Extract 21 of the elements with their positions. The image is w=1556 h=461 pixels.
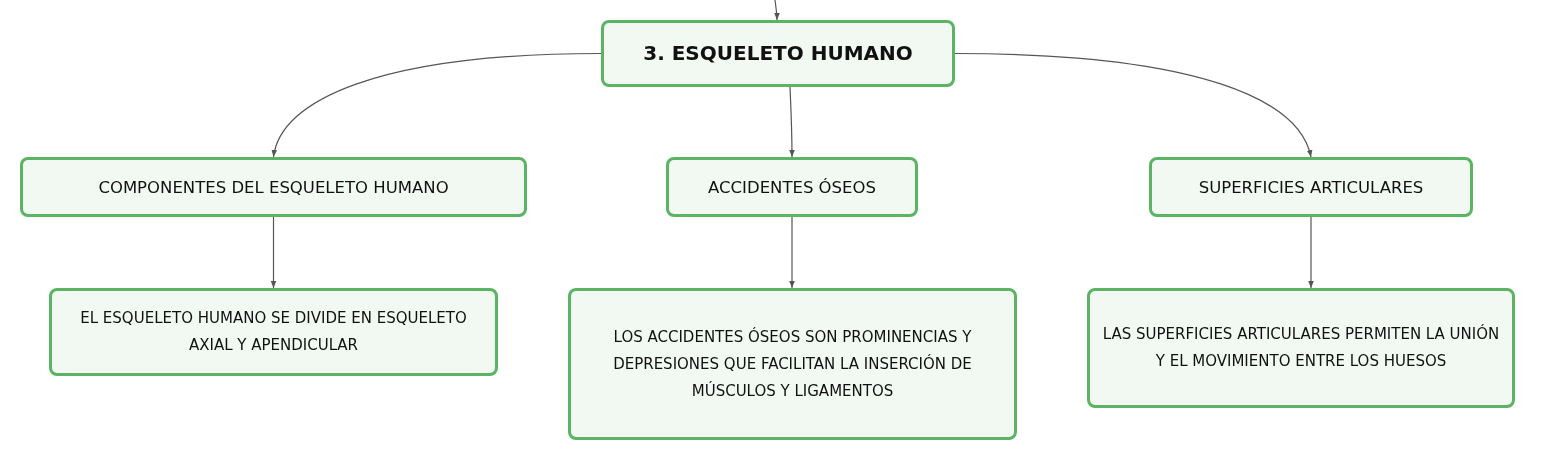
topic-box — [20, 157, 527, 217]
connector-arrow — [270, 216, 277, 289]
node-text: LAS SUPERFICIES ARTICULARES PERMITEN LA UNIÓN Y EL MOVIMIENTO ENTRE LOS HUESOS — [1101, 323, 1501, 372]
node-text: EL ESQUELETO HUMANO SE DIVIDE EN ESQUELETO AXIAL Y APENDICULAR — [79, 308, 468, 356]
node-text: SUPERFICIES ARTICULARES — [1198, 176, 1424, 199]
node-text: ACCIDENTES ÓSEOS — [708, 176, 876, 199]
description-box — [49, 288, 498, 376]
topic-box — [1149, 157, 1473, 217]
title-box — [601, 20, 955, 87]
connector-arrow — [272, 52, 602, 158]
connector-arrow — [954, 52, 1312, 158]
connector-arrow — [1308, 216, 1314, 289]
description-box — [568, 288, 1017, 440]
connector-arrow — [789, 86, 795, 158]
topic-box — [666, 157, 918, 217]
node-text: COMPONENTES DEL ESQUELETO HUMANO — [98, 176, 449, 199]
node-text: LOS ACCIDENTES ÓSEOS SON PROMINENCIAS Y DEPRESIONES QUE FACILITAN LA INSERCIÓN DE MÚSCULOS Y LIGAMENTOS — [612, 326, 973, 402]
node-text: 3. ESQUELETO HUMANO — [643, 40, 913, 67]
connector-arrow — [774, 0, 780, 21]
description-box — [1087, 288, 1515, 408]
connector-arrow — [789, 216, 795, 289]
